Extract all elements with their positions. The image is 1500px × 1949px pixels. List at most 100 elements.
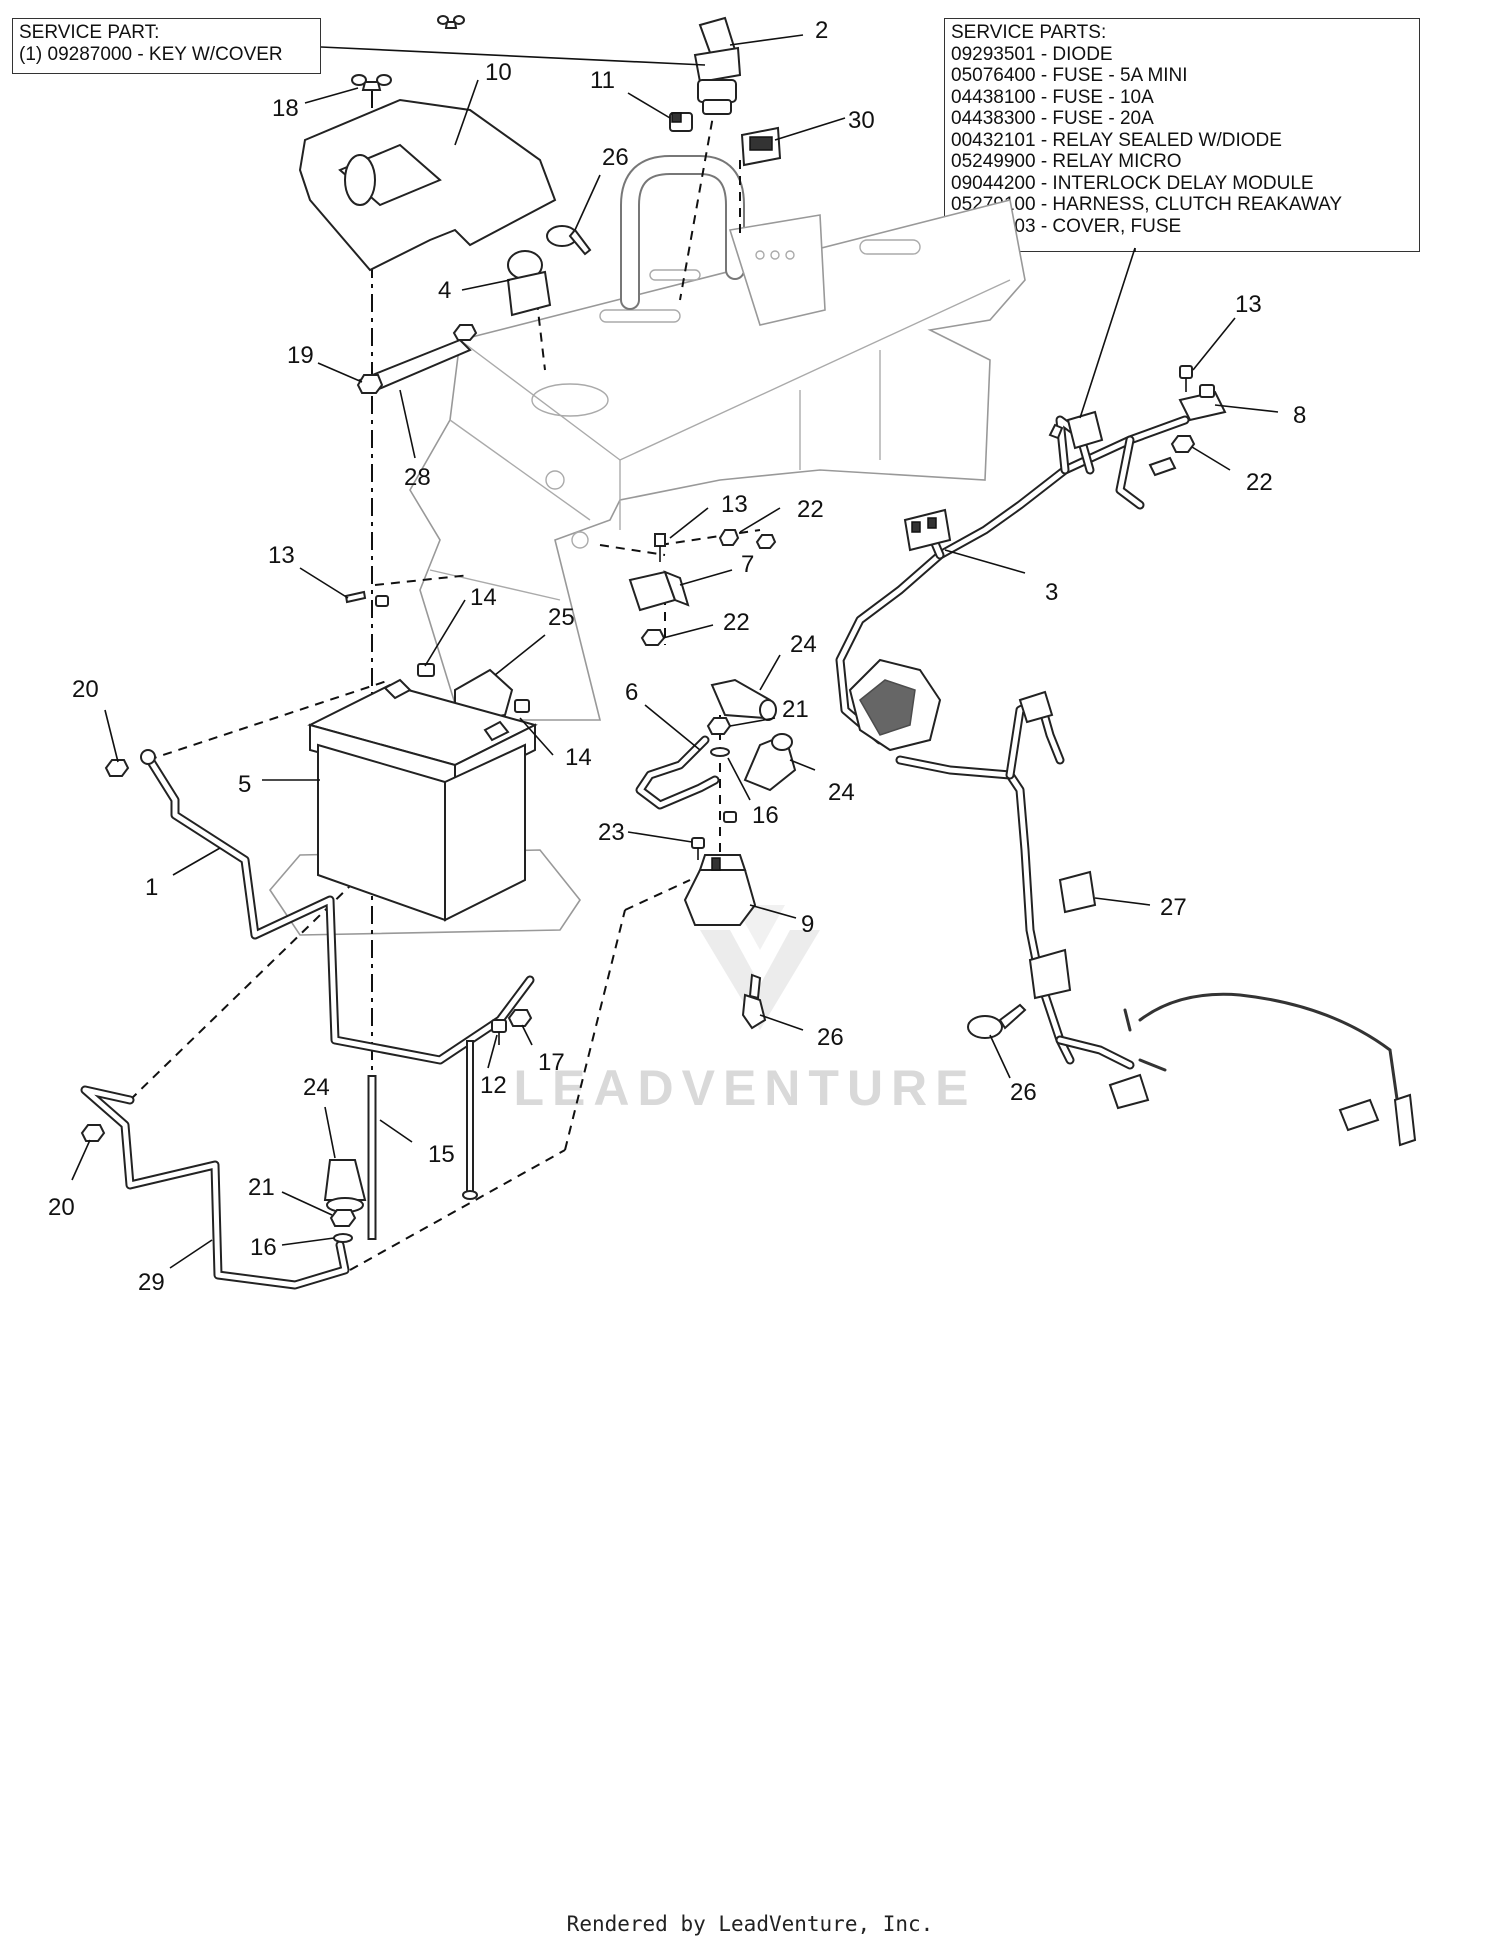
callout-28: 28 bbox=[404, 464, 431, 491]
service-parts-item: 09293501 - DIODE bbox=[951, 43, 1113, 65]
callout-21: 21 bbox=[248, 1174, 275, 1201]
service-parts-item: 04438100 - FUSE - 10A bbox=[951, 86, 1154, 108]
switch-small bbox=[669, 112, 693, 132]
callout-26: 26 bbox=[602, 144, 629, 171]
service-parts-item: 05076400 - FUSE - 5A MINI bbox=[951, 65, 1188, 86]
callout-11: 11 bbox=[590, 67, 615, 94]
battery bbox=[307, 678, 538, 922]
terminal-boot-upper bbox=[710, 678, 777, 721]
callout-3: 3 bbox=[1045, 579, 1058, 606]
rocker-switch bbox=[740, 126, 782, 167]
terminal-boot-mid bbox=[743, 733, 797, 792]
cable-tie-top bbox=[546, 225, 592, 256]
callout-7: 7 bbox=[741, 551, 754, 578]
nut-20-lower bbox=[80, 1124, 106, 1142]
callout-16: 16 bbox=[250, 1234, 277, 1261]
callout-13: 13 bbox=[268, 542, 295, 569]
bolt-13-right bbox=[1179, 365, 1193, 392]
service-parts-heading: SERVICE PARTS: bbox=[951, 22, 1107, 43]
starter-cable bbox=[635, 735, 720, 810]
fuse-holder bbox=[1178, 384, 1227, 422]
positive-cable bbox=[80, 1085, 350, 1290]
callout-14: 14 bbox=[565, 744, 592, 771]
callout-27: 27 bbox=[1160, 894, 1187, 921]
starter-solenoid bbox=[683, 854, 757, 926]
callout-20: 20 bbox=[72, 676, 99, 703]
callout-24: 24 bbox=[790, 631, 817, 658]
washer-16-mid bbox=[710, 747, 730, 757]
terminal-boot-lower bbox=[323, 1159, 367, 1213]
callout-19: 19 bbox=[287, 342, 314, 369]
nut-21-mid bbox=[706, 717, 732, 735]
bolt-12 bbox=[491, 1019, 507, 1045]
callout-9: 9 bbox=[801, 911, 814, 938]
service-parts-item: 05279100 - HARNESS, CLUTCH REAKAWAY bbox=[951, 194, 1343, 215]
service-part-box: SERVICE PART: (1) 09287000 - KEY W/COVER bbox=[12, 18, 321, 74]
watermark-text: LEADVENTURE bbox=[513, 1060, 976, 1116]
callout-26: 26 bbox=[817, 1024, 844, 1051]
callout-29: 29 bbox=[138, 1269, 165, 1296]
callout-26: 26 bbox=[1010, 1079, 1037, 1106]
nut-small bbox=[755, 534, 777, 549]
key-switch bbox=[693, 16, 742, 115]
service-parts-item: 04438300 - FUSE - 20A bbox=[951, 108, 1154, 129]
callout-13: 13 bbox=[1235, 291, 1262, 318]
callout-24: 24 bbox=[303, 1074, 330, 1101]
nut-19 bbox=[356, 374, 384, 394]
footer-credit: Rendered by LeadVenture, Inc. bbox=[566, 1912, 934, 1936]
callout-10: 10 bbox=[485, 59, 512, 86]
callout-17: 17 bbox=[538, 1049, 565, 1076]
nut-17 bbox=[507, 1009, 533, 1027]
callout-13: 13 bbox=[721, 491, 748, 518]
battery-cover bbox=[298, 98, 557, 272]
bolt-small bbox=[723, 811, 737, 823]
callout-15: 15 bbox=[428, 1141, 455, 1168]
delay-module bbox=[628, 570, 690, 612]
callout-25: 25 bbox=[548, 604, 575, 631]
callout-22: 22 bbox=[1246, 469, 1273, 496]
callout-8: 8 bbox=[1293, 402, 1306, 429]
callout-4: 4 bbox=[438, 277, 451, 304]
cable-tie-right bbox=[967, 1003, 1027, 1039]
cable-tie-mid bbox=[741, 973, 767, 1030]
callout-24: 24 bbox=[828, 779, 855, 806]
callout-2: 2 bbox=[815, 17, 828, 44]
nut-top bbox=[452, 324, 478, 341]
callout-14: 14 bbox=[470, 584, 497, 611]
nut-20-upper bbox=[104, 759, 130, 777]
bolt-23 bbox=[691, 837, 705, 860]
callout-21: 21 bbox=[782, 696, 809, 723]
service-parts-item: 00432101 - RELAY SEALED W/DIODE bbox=[951, 129, 1282, 151]
wire-harness bbox=[835, 410, 1417, 1147]
callout-20: 20 bbox=[48, 1194, 75, 1221]
callout-18: 18 bbox=[272, 95, 299, 122]
callout-16: 16 bbox=[752, 802, 779, 829]
nut-21-lower bbox=[329, 1209, 357, 1227]
bolt-13-left bbox=[344, 590, 389, 607]
nut-22-lower bbox=[640, 629, 666, 646]
service-part-heading: SERVICE PART: bbox=[19, 22, 160, 43]
callout-12: 12 bbox=[480, 1072, 507, 1099]
callout-6: 6 bbox=[625, 679, 638, 706]
hold-down-rod-12 bbox=[462, 1040, 478, 1200]
callout-30: 30 bbox=[848, 107, 875, 134]
callout-23: 23 bbox=[598, 819, 625, 846]
wing-nut-top bbox=[437, 15, 465, 29]
wing-nut bbox=[351, 74, 392, 91]
nut-22-right bbox=[1170, 435, 1196, 453]
service-parts-item: 05249900 - RELAY MICRO bbox=[951, 151, 1182, 172]
pto-switch bbox=[506, 250, 552, 317]
callout-5: 5 bbox=[238, 771, 251, 798]
service-parts-item: 09044200 - INTERLOCK DELAY MODULE bbox=[951, 172, 1314, 194]
bolt-13-center bbox=[654, 533, 666, 562]
service-part-item: (1) 09287000 - KEY W/COVER bbox=[19, 43, 283, 65]
callout-labels: 2 10 11 30 18 26 4 19 28 13 8 22 13 22 1… bbox=[48, 17, 1306, 1296]
leader-lines bbox=[71, 34, 1279, 1269]
service-parts-box: SERVICE PARTS: 09293501 - DIODE 05076400… bbox=[944, 18, 1420, 252]
nut-22-top bbox=[718, 529, 740, 546]
callout-22: 22 bbox=[723, 609, 750, 636]
callout-22: 22 bbox=[797, 496, 824, 523]
callout-1: 1 bbox=[145, 874, 158, 901]
washer-16-lower bbox=[333, 1233, 353, 1243]
